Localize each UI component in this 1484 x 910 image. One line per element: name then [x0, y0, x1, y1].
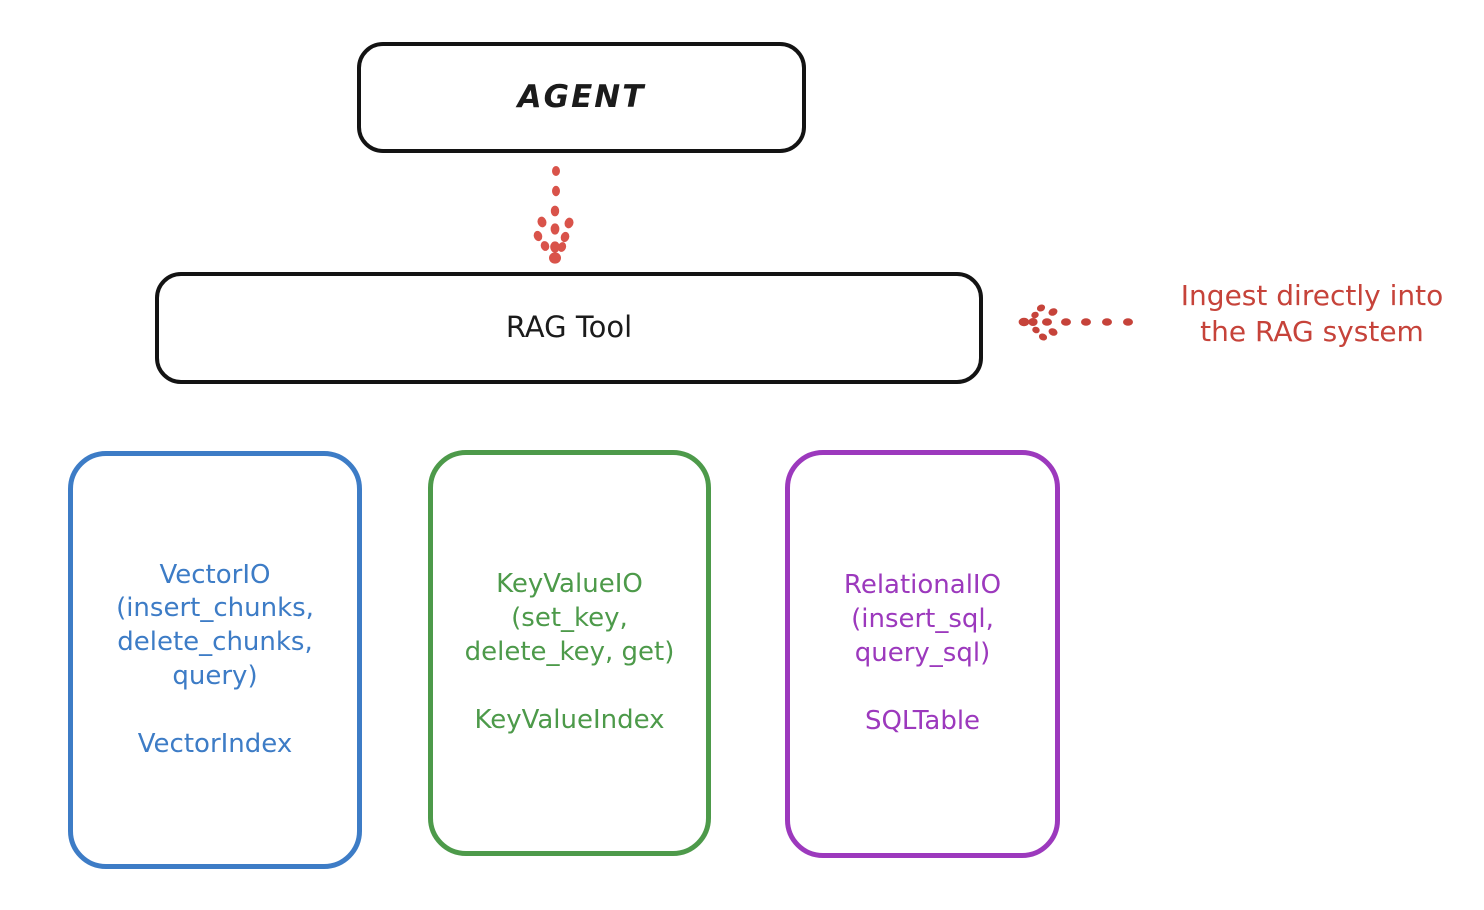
node-keyvalue-store[interactable]: KeyValueIO (set_key, delete_key, get) Ke…: [428, 450, 711, 856]
node-agent[interactable]: AGENT: [357, 42, 806, 153]
node-keyvalue-store-index: KeyValueIndex: [474, 704, 665, 735]
node-relational-store-title: RelationalIO (insert_sql, query_sql): [843, 570, 1002, 668]
ingest-to-ragtool-arrow: [1018, 304, 1133, 341]
node-keyvalue-store-body: KeyValueIO (set_key, delete_key, get) Ke…: [433, 568, 706, 737]
node-rag-tool-label: RAG Tool: [505, 310, 633, 345]
node-vector-store-title: VectorIO (insert_chunks, delete_chunks, …: [116, 559, 314, 691]
annotation-ingest: Ingest directly into the RAG system: [1180, 279, 1444, 348]
node-keyvalue-store-title: KeyValueIO (set_key, delete_key, get): [464, 569, 675, 667]
node-relational-store-index: SQLTable: [864, 705, 981, 736]
node-relational-store[interactable]: RelationalIO (insert_sql, query_sql) SQL…: [785, 450, 1060, 858]
node-vector-store-index: VectorIndex: [137, 728, 293, 759]
node-rag-tool[interactable]: RAG Tool: [155, 272, 983, 384]
agent-to-ragtool-arrow: [533, 166, 574, 264]
node-vector-store[interactable]: VectorIO (insert_chunks, delete_chunks, …: [68, 451, 362, 869]
node-vector-store-body: VectorIO (insert_chunks, delete_chunks, …: [73, 559, 357, 762]
node-agent-label: AGENT: [517, 79, 646, 116]
node-relational-store-body: RelationalIO (insert_sql, query_sql) SQL…: [790, 569, 1055, 738]
